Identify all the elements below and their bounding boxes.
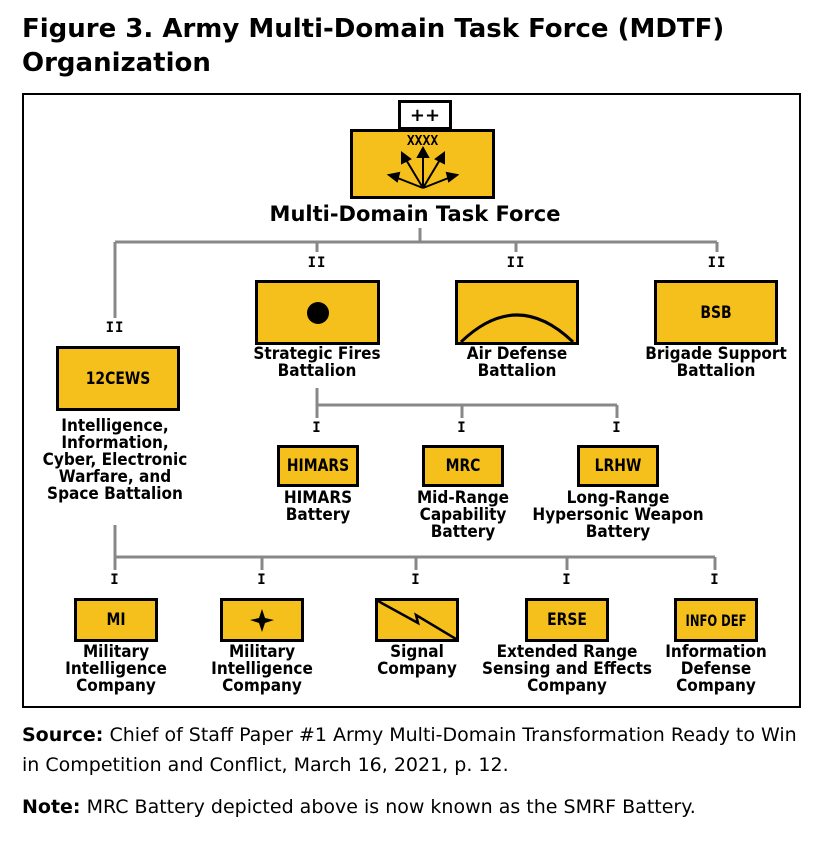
- air-defense-echelon: II: [506, 255, 526, 271]
- caption-line: Long-Range: [566, 488, 670, 508]
- caption-line: Company: [527, 676, 607, 696]
- caption-line: Information,: [61, 433, 169, 453]
- signal-company-name: Signal Company: [354, 644, 480, 678]
- note-label: Note:: [22, 796, 81, 818]
- signal-company-echelon: I: [411, 572, 421, 588]
- himars-name: HIMARS Battery: [246, 490, 390, 524]
- lrhw-symbol: LRHW: [577, 445, 659, 487]
- bsb-symbol: BSB: [654, 280, 778, 345]
- strategic-fires-battalion-name: Strategic Fires Battalion: [232, 346, 403, 380]
- source-text: Chief of Staff Paper #1 Army Multi-Domai…: [22, 724, 797, 776]
- mi-company-1-name: Military Intelligence Company: [53, 644, 179, 695]
- lrhw-echelon: I: [612, 420, 622, 436]
- caption-line: Intelligence: [65, 659, 167, 679]
- caption-line: Space Battalion: [47, 484, 183, 504]
- himars-label: HIMARS: [286, 456, 350, 476]
- lrhw-label: LRHW: [594, 456, 642, 476]
- mi-company-2-symbol: [220, 598, 304, 642]
- figure-title: Figure 3. Army Multi-Domain Task Force (…: [22, 14, 725, 78]
- mrc-label: MRC: [445, 456, 481, 476]
- caption-line: Air Defense: [466, 344, 568, 364]
- info-def-company-symbol: INFO DEF: [674, 598, 758, 642]
- caption-line: Warfare, and: [58, 467, 172, 487]
- caption-line: Capability: [419, 505, 507, 525]
- mi-company-1-label: MI: [106, 610, 126, 630]
- caption-line: Extended Range: [496, 642, 638, 662]
- caption-line: Intelligence,: [61, 416, 169, 436]
- mrc-echelon: I: [457, 420, 467, 436]
- mrc-name: Mid-Range Capability Battery: [391, 490, 535, 541]
- ices-symbol: 12CEWS: [56, 346, 180, 411]
- caption-line: Battalion: [477, 361, 557, 381]
- mdtf-hq-top-symbol: ++: [409, 104, 441, 126]
- erse-company-echelon: I: [562, 572, 572, 588]
- caption-line: Information: [665, 642, 767, 662]
- info-def-label: INFO DEF: [685, 610, 747, 630]
- air-defense-dome-icon: [459, 313, 575, 342]
- caption-line: Intelligence: [211, 659, 313, 679]
- mi-company-2-name: Military Intelligence Company: [199, 644, 325, 695]
- caption-line: Defense: [680, 659, 752, 679]
- ices-name: Intelligence, Information, Cyber, Electr…: [30, 418, 201, 503]
- info-def-company-echelon: I: [710, 572, 720, 588]
- multi-domain-arrows-icon: [386, 145, 460, 189]
- bsb-label: BSB: [700, 302, 732, 323]
- caption-line: Military: [82, 642, 150, 662]
- caption-line: Battalion: [277, 361, 357, 381]
- strategic-fires-echelon: II: [307, 255, 327, 271]
- lrhw-name: Long-Range Hypersonic Weapon Battery: [528, 490, 708, 541]
- caption-line: Sensing and Effects: [481, 659, 653, 679]
- info-def-company-name: Information Defense Company: [653, 644, 779, 695]
- source-note: Source: Chief of Staff Paper #1 Army Mul…: [22, 720, 812, 780]
- caption-line: Battery: [285, 505, 351, 525]
- caption-line: Military: [228, 642, 296, 662]
- caption-line: Cyber, Electronic: [42, 450, 188, 470]
- caption-line: Battery: [585, 522, 651, 542]
- mrc-symbol: MRC: [422, 445, 504, 487]
- mdtf-hq-top-box: ++: [398, 100, 452, 130]
- caption-line: Company: [676, 676, 756, 696]
- note-text: MRC Battery depicted above is now known …: [86, 796, 696, 818]
- caption-line: Mid-Range: [416, 488, 510, 508]
- signal-lightning-icon: [378, 601, 456, 639]
- bsb-name: Brigade Support Battalion: [631, 346, 802, 380]
- mrc-note: Note: MRC Battery depicted above is now …: [22, 792, 812, 822]
- caption-line: Company: [377, 659, 457, 679]
- mdtf-hq-symbol: XXXX: [350, 129, 495, 199]
- caption-line: Strategic Fires: [253, 344, 381, 364]
- caption-line: Hypersonic Weapon: [532, 505, 704, 525]
- erse-company-symbol: ERSE: [525, 598, 609, 642]
- caption-line: Company: [76, 676, 156, 696]
- mi-company-2-echelon: I: [257, 572, 267, 588]
- erse-label: ERSE: [547, 610, 587, 630]
- source-label: Source:: [22, 724, 104, 746]
- strategic-fires-battalion-symbol: [255, 280, 380, 345]
- caption-line: HIMARS: [283, 488, 353, 508]
- caption-line: Battalion: [676, 361, 756, 381]
- ices-echelon: II: [105, 320, 125, 336]
- caption-line: Company: [222, 676, 302, 696]
- himars-echelon: I: [312, 420, 322, 436]
- signal-company-symbol: [375, 598, 459, 642]
- mdtf-echelon: XXXX: [406, 134, 439, 149]
- himars-symbol: HIMARS: [277, 445, 359, 487]
- intelligence-star-icon: [250, 609, 274, 632]
- caption-line: Signal: [390, 642, 444, 662]
- air-defense-battalion-symbol: [455, 280, 579, 345]
- caption-line: Brigade Support: [645, 344, 787, 364]
- bsb-echelon: II: [707, 255, 727, 271]
- mi-company-1-echelon: I: [110, 572, 120, 588]
- caption-line: Battery: [430, 522, 496, 542]
- mdtf-caption: Multi-Domain Task Force: [269, 202, 561, 226]
- air-defense-battalion-name: Air Defense Battalion: [432, 346, 603, 380]
- fires-dot-icon: [307, 302, 329, 324]
- erse-company-name: Extended Range Sensing and Effects Compa…: [477, 644, 657, 695]
- mi-company-1-symbol: MI: [74, 598, 158, 642]
- ices-label: 12CEWS: [85, 368, 151, 389]
